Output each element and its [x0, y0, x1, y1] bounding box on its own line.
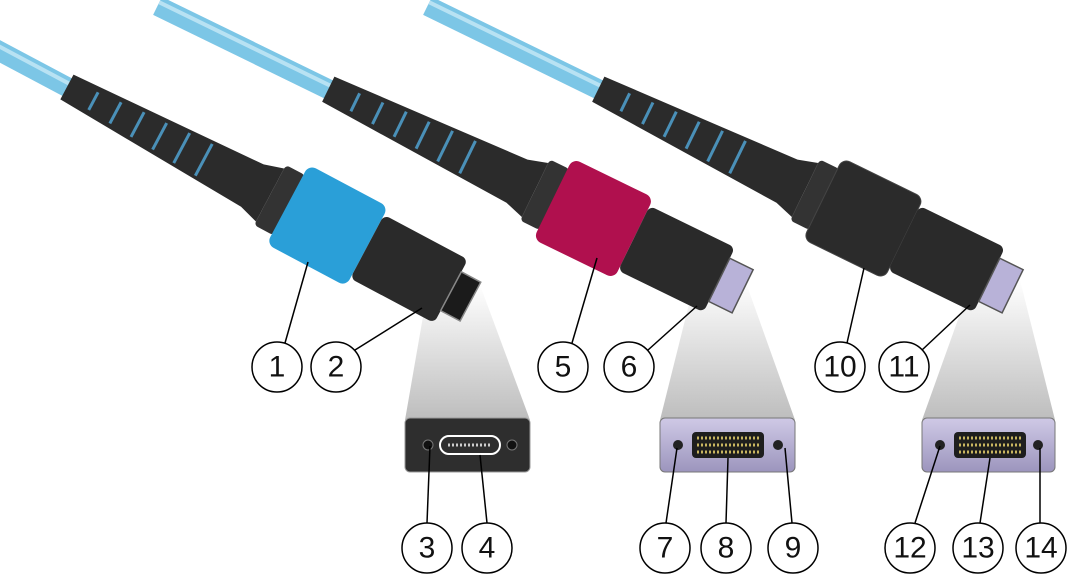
callout-12: 12 [884, 522, 936, 574]
callout-1: 1 [251, 341, 303, 393]
callout-7: 7 [639, 522, 691, 574]
callout-4: 4 [461, 522, 513, 574]
connector-1 [0, 0, 482, 323]
svg-text:10: 10 [823, 351, 856, 384]
zoom-cone-1 [405, 285, 530, 420]
inset-2-ferrule-face [659, 417, 796, 473]
svg-text:4: 4 [479, 532, 496, 565]
callout-9: 9 [767, 522, 819, 574]
callout-11: 11 [878, 341, 930, 393]
connector-1-clip [269, 167, 386, 284]
svg-text:8: 8 [718, 532, 735, 565]
callout-10: 10 [814, 341, 866, 393]
callout-8: 8 [700, 522, 752, 574]
svg-text:7: 7 [657, 532, 674, 565]
svg-text:2: 2 [328, 351, 345, 384]
svg-text:12: 12 [893, 532, 926, 565]
inset-1-ferrule-face [404, 417, 531, 473]
svg-text:6: 6 [621, 351, 638, 384]
leader-lines [284, 257, 1041, 524]
svg-text:9: 9 [785, 532, 802, 565]
inset-3-ferrule-face [921, 417, 1056, 473]
svg-text:14: 14 [1024, 532, 1057, 565]
callout-2: 2 [310, 341, 362, 393]
connector-3 [408, 0, 1025, 314]
svg-text:13: 13 [961, 532, 994, 565]
svg-text:1: 1 [269, 351, 286, 384]
connector-2 [138, 0, 755, 314]
callout-6: 6 [603, 341, 655, 393]
svg-text:11: 11 [888, 351, 919, 384]
zoom-cone-2 [660, 280, 795, 420]
callout-14: 14 [1015, 522, 1067, 574]
connector-2-clip [535, 161, 651, 276]
callout-13: 13 [952, 522, 1004, 574]
svg-text:3: 3 [419, 532, 436, 565]
callout-5: 5 [537, 341, 589, 393]
zoom-cone-3 [922, 280, 1055, 420]
svg-text:5: 5 [555, 351, 572, 384]
callout-3: 3 [401, 522, 453, 574]
